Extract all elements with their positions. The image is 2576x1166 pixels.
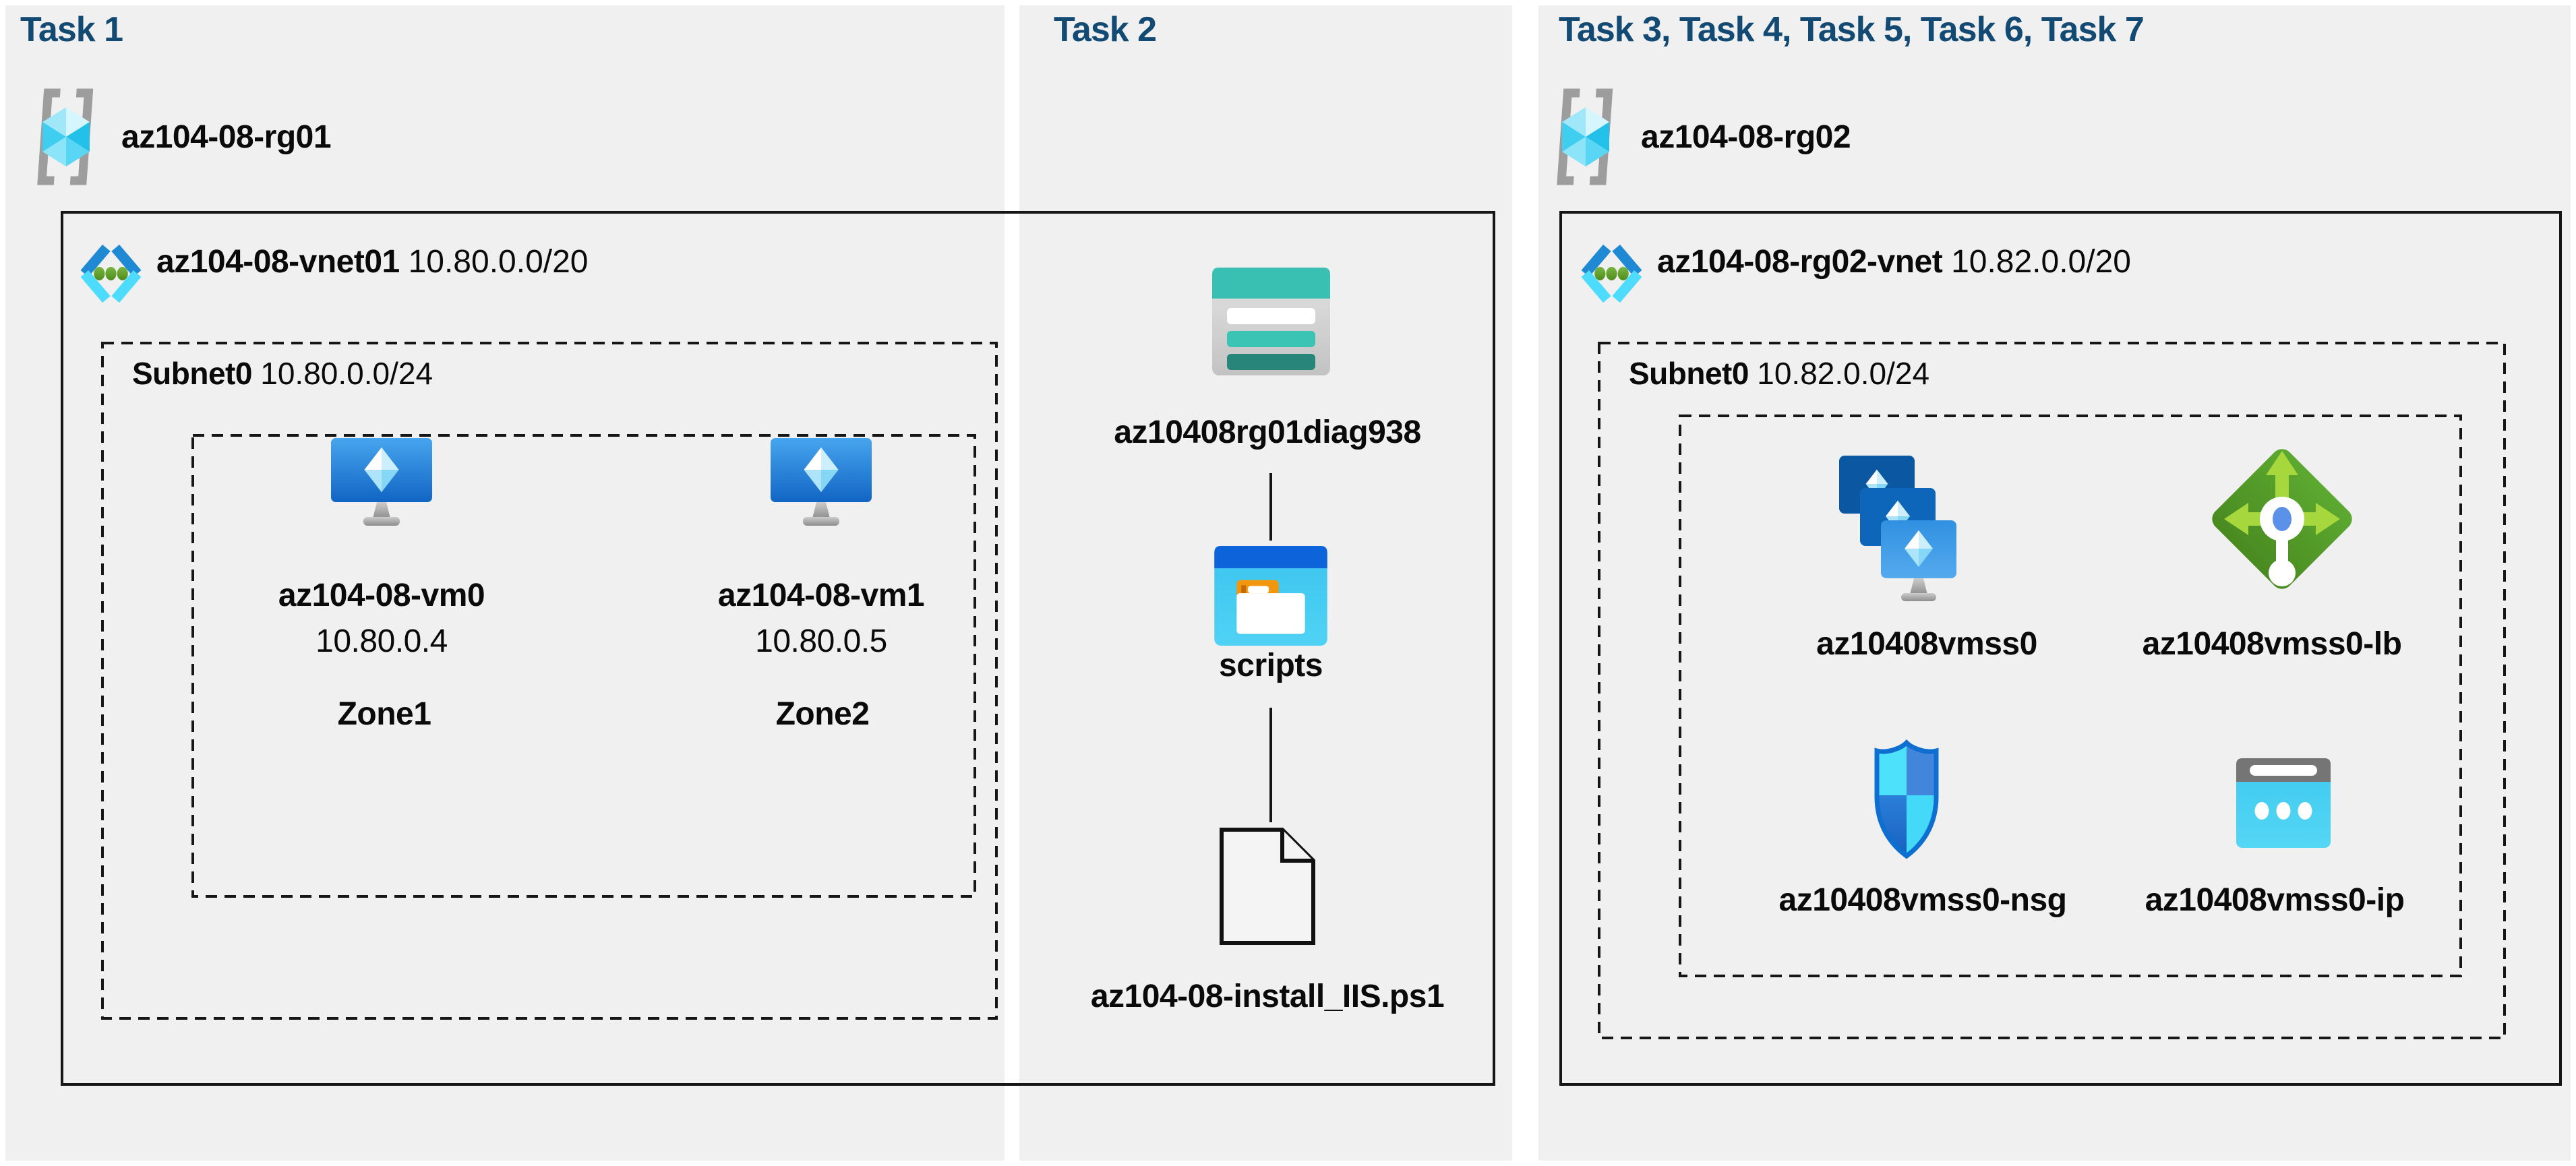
vm1-name: az104-08-vm1 [717, 578, 925, 613]
rg02-label: az104-08-rg02 [1641, 119, 1851, 155]
vm-zone-box [191, 434, 976, 898]
vm0-icon [331, 438, 432, 526]
vnet-icon [80, 244, 142, 303]
subnet0-box-task3 [1598, 342, 2506, 1039]
panel-task3 [1538, 5, 2571, 1161]
storage-account-label: az10408rg01diag938 [1114, 415, 1421, 450]
subnet0-name-task1: Subnet0 [132, 356, 252, 391]
vnet01-cidr: 10.80.0.0/20 [408, 244, 589, 280]
storage-account-icon [1212, 268, 1330, 375]
task1-heading: Task 1 [20, 10, 123, 49]
subnet0-name-task3: Subnet0 [1629, 356, 1749, 391]
vnet02-cidr: 10.82.0.0/20 [1951, 244, 2131, 280]
rg01-label: az104-08-rg01 [121, 119, 332, 155]
vnet02-name: az104-08-rg02-vnet [1657, 244, 1943, 280]
scripts-container-icon [1214, 546, 1327, 646]
rg02-vnet-box [1559, 211, 2562, 1086]
script-file-icon [1220, 828, 1315, 945]
subnet0-label-task1: Subnet0 10.80.0.0/24 [132, 358, 433, 389]
resource-group-icon [37, 88, 94, 185]
connector-storage-scripts [1269, 473, 1272, 541]
subnet0-label-task3: Subnet0 10.82.0.0/24 [1629, 358, 1929, 389]
task3-heading: Task 3, Task 4, Task 5, Task 6, Task 7 [1559, 10, 2145, 49]
public-ip-label: az10408vmss0-ip [2145, 882, 2405, 918]
vm0-zone: Zone1 [337, 696, 431, 732]
vm1-zone: Zone2 [775, 696, 870, 732]
vmss-icon [1839, 456, 1956, 601]
vnet02-label: az104-08-rg02-vnet 10.82.0.0/20 [1657, 246, 2131, 278]
task2-heading: Task 2 [1054, 10, 1157, 49]
scripts-container-label: scripts [1219, 648, 1323, 683]
vnet01-label: az104-08-vnet01 10.80.0.0/20 [156, 246, 588, 278]
vnet02-icon [1581, 244, 1642, 303]
subnet0-cidr-task1: 10.80.0.0/24 [260, 356, 433, 391]
subnet0-box-task1 [101, 342, 998, 1020]
subnet0-cidr-task3: 10.82.0.0/24 [1757, 356, 1930, 391]
resource-group02-icon [1557, 88, 1613, 185]
vnet01-name: az104-08-vnet01 [156, 244, 400, 280]
vmss-group-box [1679, 415, 2462, 977]
panel-task1 [5, 5, 1005, 1161]
nsg-icon [1874, 739, 1939, 859]
vnet01-box [61, 211, 1495, 1086]
vm0-name: az104-08-vm0 [278, 578, 485, 613]
vmss-label: az10408vmss0 [1816, 626, 2037, 662]
public-ip-icon [2236, 758, 2331, 848]
lb-label: az10408vmss0-lb [2142, 626, 2402, 662]
vm0-ip: 10.80.0.4 [316, 623, 448, 659]
nsg-label: az10408vmss0-nsg [1778, 882, 2067, 918]
script-file-label: az104-08-install_IIS.ps1 [1090, 979, 1445, 1014]
vm1-ip: 10.80.0.5 [755, 623, 887, 659]
load-balancer-icon [2212, 449, 2352, 589]
connector-scripts-file [1269, 708, 1272, 822]
vm1-icon [771, 438, 872, 526]
